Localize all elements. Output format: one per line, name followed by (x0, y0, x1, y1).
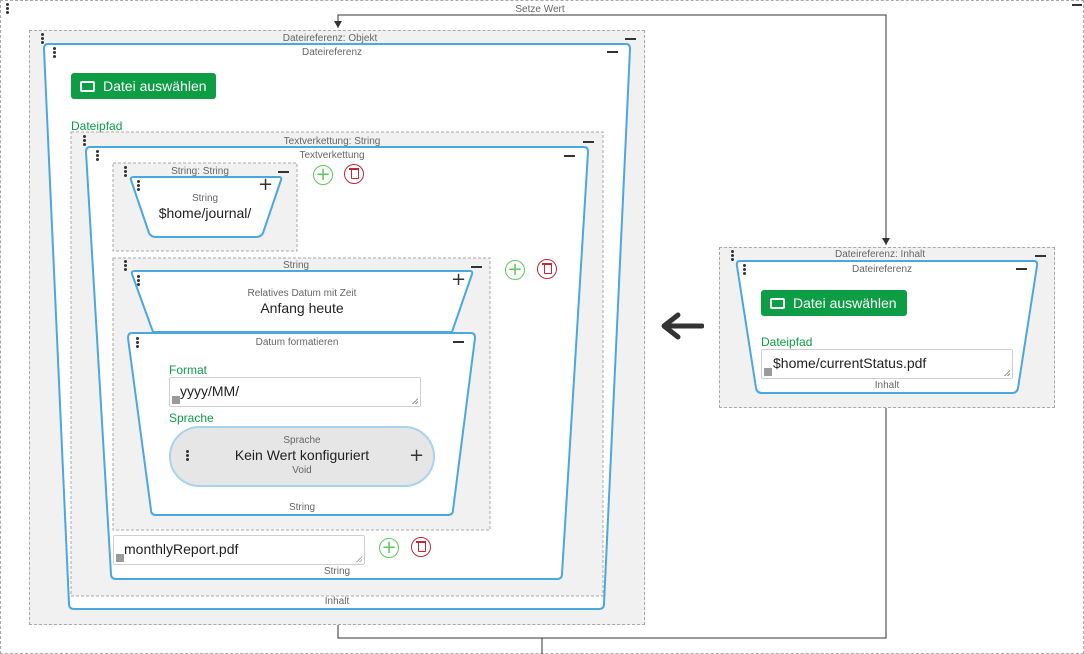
expression-icon[interactable] (172, 396, 180, 404)
drag-handle-icon[interactable] (124, 260, 128, 272)
drag-handle-icon[interactable] (137, 180, 141, 192)
sprache-block-type: Void (292, 465, 312, 476)
dateipfad-label: Dateipfad (71, 119, 123, 133)
plus-circle-icon[interactable]: + (505, 260, 525, 280)
setze-wert-caption: Setze Wert (515, 4, 565, 15)
right-choose-file-button[interactable]: Datei auswählen (761, 290, 907, 316)
string-slot2-caption: String (282, 260, 310, 271)
textverkettung-title: Textverkettung (299, 150, 365, 161)
sprache-label: Sprache (169, 411, 214, 425)
datum-string-caption: String (288, 502, 316, 513)
drag-handle-icon[interactable] (731, 250, 735, 262)
add-icon[interactable]: + (258, 174, 274, 195)
dateireferenz-title: Dateireferenz (301, 47, 363, 58)
collapse-icon[interactable] (625, 38, 636, 40)
string-value[interactable]: $home/journal/ (158, 205, 252, 221)
drag-handle-icon[interactable] (96, 150, 100, 162)
right-choose-file-label: Datei auswählen (793, 295, 897, 311)
collapse-icon[interactable] (583, 141, 594, 143)
collapse-icon[interactable] (1035, 255, 1046, 257)
text-value-input[interactable]: monthlyReport.pdf (113, 535, 365, 565)
format-input-value: yyyy/MM/ (180, 383, 240, 399)
right-dateipfad-label: Dateipfad (761, 335, 813, 349)
collapse-icon[interactable] (564, 155, 575, 157)
collapse-icon[interactable] (471, 266, 482, 268)
inhalt-caption: Inhalt (324, 596, 350, 607)
choose-file-label: Datei auswählen (103, 78, 207, 94)
string-slot-caption: String: String (171, 166, 229, 177)
plus-circle-icon[interactable]: + (313, 165, 333, 185)
choose-file-button[interactable]: Datei auswählen (71, 73, 216, 99)
sprache-block-title: Sprache (283, 435, 321, 446)
textverkettung-caption: Textverkettung: String (283, 136, 381, 147)
trash-icon[interactable] (411, 537, 431, 557)
folder-open-icon (770, 298, 785, 309)
collapse-icon[interactable] (1072, 4, 1082, 6)
resize-handle-icon[interactable] (412, 398, 418, 404)
expression-icon[interactable] (764, 368, 772, 376)
relatives-datum-value[interactable]: Anfang heute (260, 300, 344, 316)
drag-handle-icon[interactable] (83, 135, 87, 147)
sprache-block[interactable] (169, 426, 435, 487)
collapse-icon[interactable] (278, 171, 289, 173)
expression-icon[interactable] (116, 554, 124, 562)
drag-handle-icon[interactable] (6, 3, 10, 15)
arrow-left-icon (660, 312, 705, 340)
drag-handle-icon[interactable] (136, 337, 140, 349)
drag-handle-icon[interactable] (137, 275, 141, 287)
sprache-block-value: Kein Wert konfiguriert (234, 447, 370, 463)
right-path-input[interactable]: $home/currentStatus.pdf (761, 349, 1013, 379)
collapse-icon[interactable] (453, 341, 464, 343)
drag-handle-icon[interactable] (53, 47, 57, 59)
string-block-title: String (191, 193, 219, 204)
drag-handle-icon[interactable] (186, 450, 190, 462)
collapse-icon[interactable] (607, 51, 618, 53)
trash-icon[interactable] (344, 164, 364, 184)
drag-handle-icon[interactable] (41, 33, 45, 45)
drag-handle-icon[interactable] (124, 166, 128, 178)
relatives-datum-title: Relatives Datum mit Zeit (247, 288, 357, 299)
right-inhalt-caption: Inhalt (874, 380, 900, 391)
format-label: Format (169, 363, 208, 377)
trash-icon[interactable] (537, 259, 557, 279)
plus-circle-icon[interactable]: + (379, 538, 399, 558)
right-dateireferenz-title: Dateireferenz (851, 264, 913, 275)
resize-handle-icon[interactable] (356, 556, 362, 562)
add-icon[interactable]: + (409, 445, 425, 466)
add-icon[interactable]: + (451, 269, 467, 290)
folder-open-icon (80, 81, 95, 92)
text-value: monthlyReport.pdf (124, 541, 239, 557)
text-value-caption: String (323, 566, 351, 577)
resize-handle-icon[interactable] (1004, 370, 1010, 376)
dateireferenz-inhalt-caption: Dateireferenz: Inhalt (834, 249, 926, 260)
drag-handle-icon[interactable] (743, 264, 747, 276)
collapse-icon[interactable] (1016, 268, 1027, 270)
dateireferenz-objekt-caption: Dateireferenz: Objekt (282, 33, 378, 44)
format-input[interactable]: yyyy/MM/ (169, 377, 421, 407)
right-path-value: $home/currentStatus.pdf (773, 355, 927, 371)
datum-formatieren-title: Datum formatieren (255, 337, 339, 348)
